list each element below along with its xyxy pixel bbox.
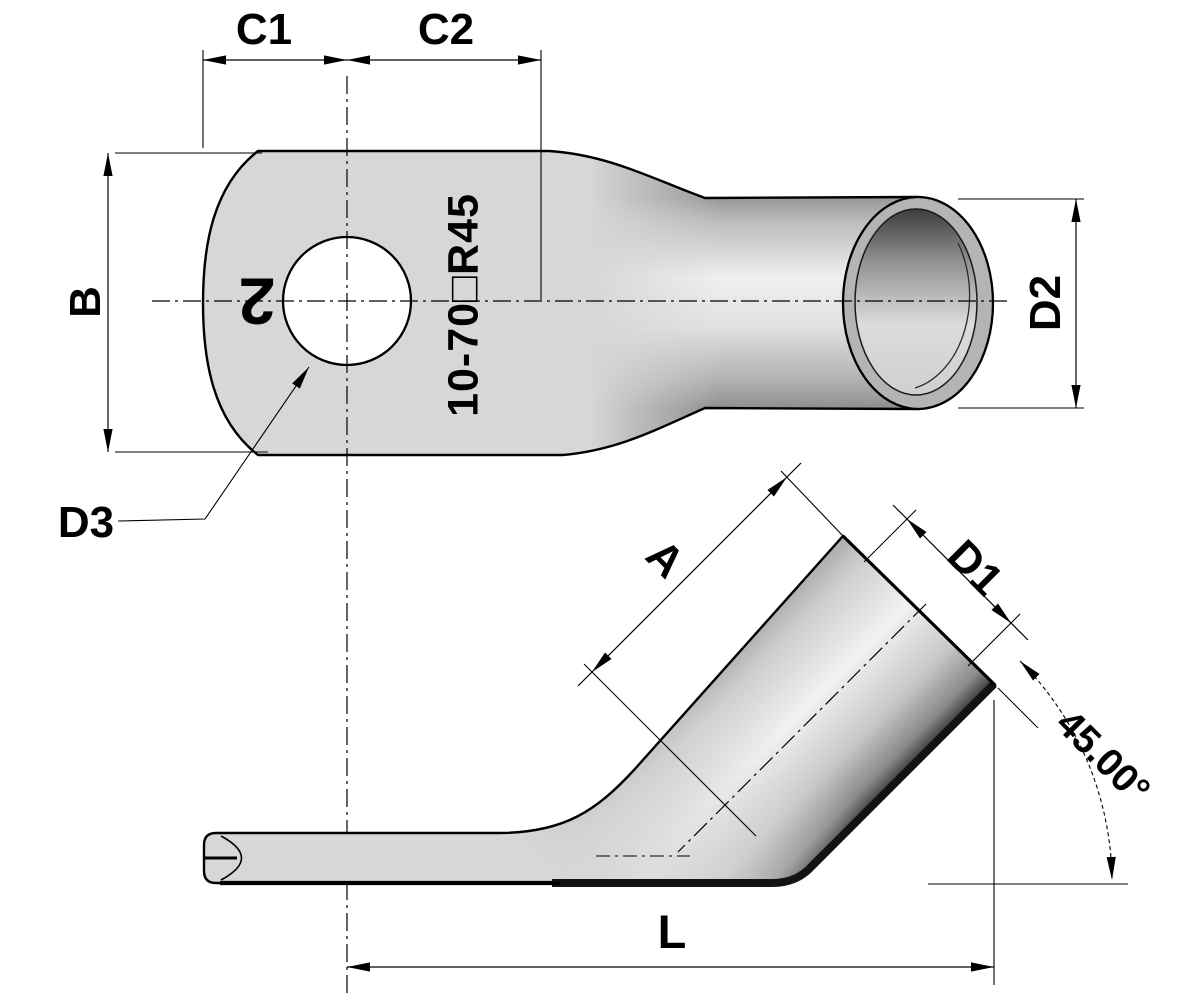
size-marking-text: 10-70□R45	[439, 193, 487, 417]
dim-label-c2: C2	[418, 5, 474, 54]
dim-label-d1: D1	[938, 531, 1012, 605]
dimension-line	[577, 462, 802, 687]
tongue-tip-arc	[220, 835, 243, 881]
arrowhead	[203, 55, 226, 65]
extension-line	[967, 613, 1021, 667]
arrowhead	[903, 515, 927, 539]
dimension-d2: D2	[958, 198, 1084, 409]
arrowhead	[991, 603, 1015, 627]
dim-label-angle: 45.00°	[1048, 702, 1158, 812]
tube-shading	[520, 536, 995, 883]
dim-label-c1: C1	[236, 5, 292, 54]
tube-shadow-edge	[552, 681, 997, 887]
arrowhead	[103, 153, 113, 176]
hole-stamp-text: 2	[239, 264, 276, 338]
tube-axis-centerline	[677, 603, 927, 853]
dim-label-d3: D3	[58, 498, 114, 547]
dim-label-d2-text: D2	[1021, 275, 1070, 331]
arrowhead	[103, 429, 113, 452]
leader-line	[117, 366, 310, 522]
arrowhead	[347, 55, 370, 65]
arrowhead	[971, 962, 994, 972]
dimension-d3: D3	[58, 364, 313, 547]
dimension-b: B	[61, 152, 268, 453]
arrowhead	[1016, 657, 1040, 681]
barrel-bore	[854, 208, 978, 396]
angle-arc	[1019, 660, 1113, 879]
arrowhead	[1106, 856, 1117, 881]
bore-inner-arc	[914, 242, 971, 389]
dimension-c1: C1	[202, 5, 347, 148]
extension-line	[997, 687, 1039, 729]
arrowhead	[588, 652, 612, 676]
tube-cylinder-gradient	[520, 536, 995, 883]
arrowhead	[324, 55, 347, 65]
extension-line	[583, 663, 757, 837]
dimension-c2: C2	[347, 5, 542, 300]
arrowhead	[767, 473, 791, 497]
dimension-l: L	[347, 700, 995, 985]
extension-line	[780, 470, 844, 537]
dim-label-l: L	[658, 905, 687, 958]
arrowhead	[1071, 385, 1081, 408]
top-view: 2 10-70□R45 C1 C2 B	[58, 5, 1084, 998]
arrowhead	[518, 55, 541, 65]
arrowhead	[1071, 199, 1081, 222]
dim-label-b: B	[61, 286, 110, 318]
extension-line	[863, 509, 917, 563]
arrowhead	[347, 962, 370, 972]
